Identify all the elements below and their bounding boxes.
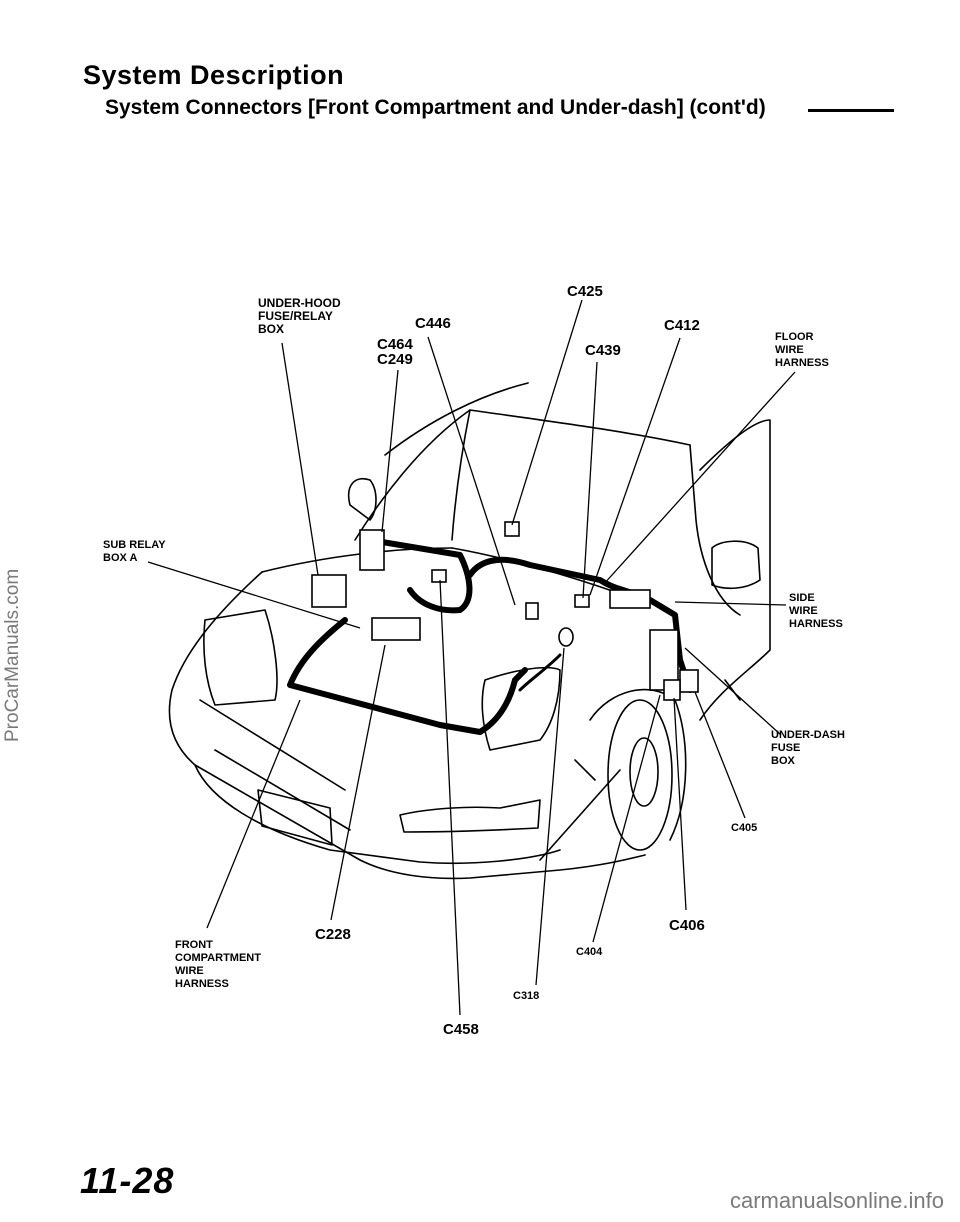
right-engine-loop: [518, 653, 562, 692]
label-c458: C458: [443, 1021, 479, 1038]
label-c406: C406: [669, 917, 705, 934]
leader-c439: [582, 361, 598, 599]
leader-c249: [381, 369, 399, 533]
label-c405: C405: [731, 822, 758, 834]
subtitle-rule: [808, 109, 894, 112]
leader-c228: [330, 644, 386, 921]
body-accent-lines: [199, 679, 741, 861]
label-c425: C425: [567, 283, 603, 300]
front-wheel-hub: [629, 737, 659, 807]
engine-bay-loop: [367, 537, 473, 614]
label-side-wire-harness: SIDE WIRE HARNESS: [789, 592, 843, 630]
connector-c406: [663, 679, 681, 701]
leader-c318: [535, 647, 565, 986]
turn-signal: [399, 799, 541, 833]
connector-c405: [679, 669, 699, 693]
label-floor-wire-harness: FLOOR WIRE HARNESS: [775, 331, 829, 369]
a-pillar: [451, 409, 471, 541]
headlight-right: [481, 666, 561, 751]
leader-front-harness: [206, 699, 301, 929]
label-c318: C318: [513, 990, 540, 1002]
leader-under-dash-box: [684, 647, 782, 736]
open-hood-panel: [348, 478, 377, 521]
leader-sub-relay-box: [147, 561, 361, 629]
label-front-compartment-wire-harness: FRONT COMPARTMENT WIRE HARNESS: [175, 939, 261, 990]
car-roof-line: [384, 382, 529, 456]
bumper-grille: [257, 789, 333, 846]
label-sub-relay-box: SUB RELAY BOX A: [103, 539, 166, 564]
leader-c406: [673, 697, 687, 911]
connector-c412: [609, 589, 651, 609]
connector-c318: [558, 627, 574, 647]
connector-c458: [525, 602, 539, 620]
label-c249: C249: [377, 351, 413, 368]
leader-floor-harness: [602, 371, 796, 586]
label-c404: C404: [576, 946, 603, 958]
headlight-left: [203, 609, 278, 706]
connector-c439: [574, 594, 590, 608]
leader-c446: [427, 336, 516, 606]
leader-c412: [589, 337, 681, 596]
label-c446: C446: [415, 315, 451, 332]
leader-c405: [694, 691, 746, 819]
leader-under-hood-box: [281, 342, 319, 576]
connector-c249: [359, 529, 385, 571]
bottom-watermark: carmanualsonline.info: [729, 1188, 944, 1213]
windshield-right: [689, 444, 741, 616]
label-c228: C228: [315, 926, 351, 943]
page-subtitle: System Connectors [Front Compartment and…: [105, 96, 766, 119]
connector-c446: [431, 569, 447, 583]
leader-side-harness: [674, 601, 787, 606]
front-wheel: [607, 699, 673, 851]
label-c412: C412: [664, 317, 700, 334]
connector-c425: [504, 521, 520, 537]
label-under-dash-fuse-box: UNDER-DASH FUSE BOX: [771, 729, 845, 767]
under-hood-fuse-box: [311, 574, 347, 608]
sub-relay-box: [371, 617, 421, 641]
bumper-lower: [194, 764, 561, 865]
windshield-left: [354, 409, 691, 541]
leader-c404: [592, 694, 661, 943]
leader-c425: [511, 299, 583, 526]
label-c464: C464: [377, 336, 413, 353]
leader-c458: [439, 579, 461, 1016]
side-mirror: [711, 540, 761, 590]
page-number: 11-28: [80, 1160, 175, 1201]
label-c439: C439: [585, 342, 621, 359]
front-compartment-harness: [287, 617, 528, 735]
page-title: System Description: [83, 60, 345, 90]
label-under-hood-fuse-relay-box: UNDER-HOOD FUSE/RELAY BOX: [258, 296, 341, 336]
